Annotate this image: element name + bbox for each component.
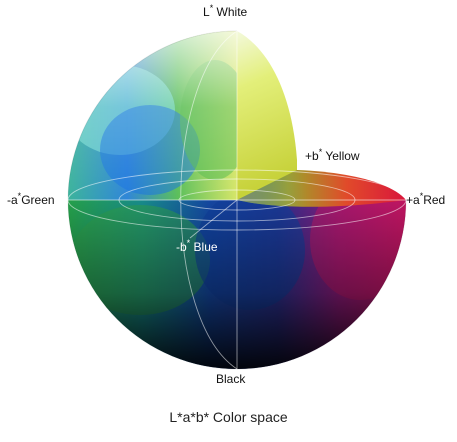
label-minus-a-green: -a*Green <box>7 191 55 208</box>
cut-floor <box>237 170 406 207</box>
cut-vertical-face <box>237 31 297 200</box>
grid-lines <box>67 30 407 370</box>
figure-caption: L*a*b* Color space <box>169 409 288 425</box>
lab-color-sphere-diagram <box>67 30 407 370</box>
upper-left-quadrant <box>68 31 237 200</box>
label-plus-a-red: +a*Red <box>406 191 446 208</box>
label-black: Black <box>216 372 246 386</box>
sphere-outline <box>67 30 407 370</box>
lower-hemisphere <box>68 200 406 369</box>
b-axis <box>189 199 238 239</box>
label-plus-b-yellow: +b* Yellow <box>305 147 360 164</box>
label-minus-b-blue: -b* Blue <box>176 238 218 255</box>
label-l-white: L* White <box>203 3 248 20</box>
